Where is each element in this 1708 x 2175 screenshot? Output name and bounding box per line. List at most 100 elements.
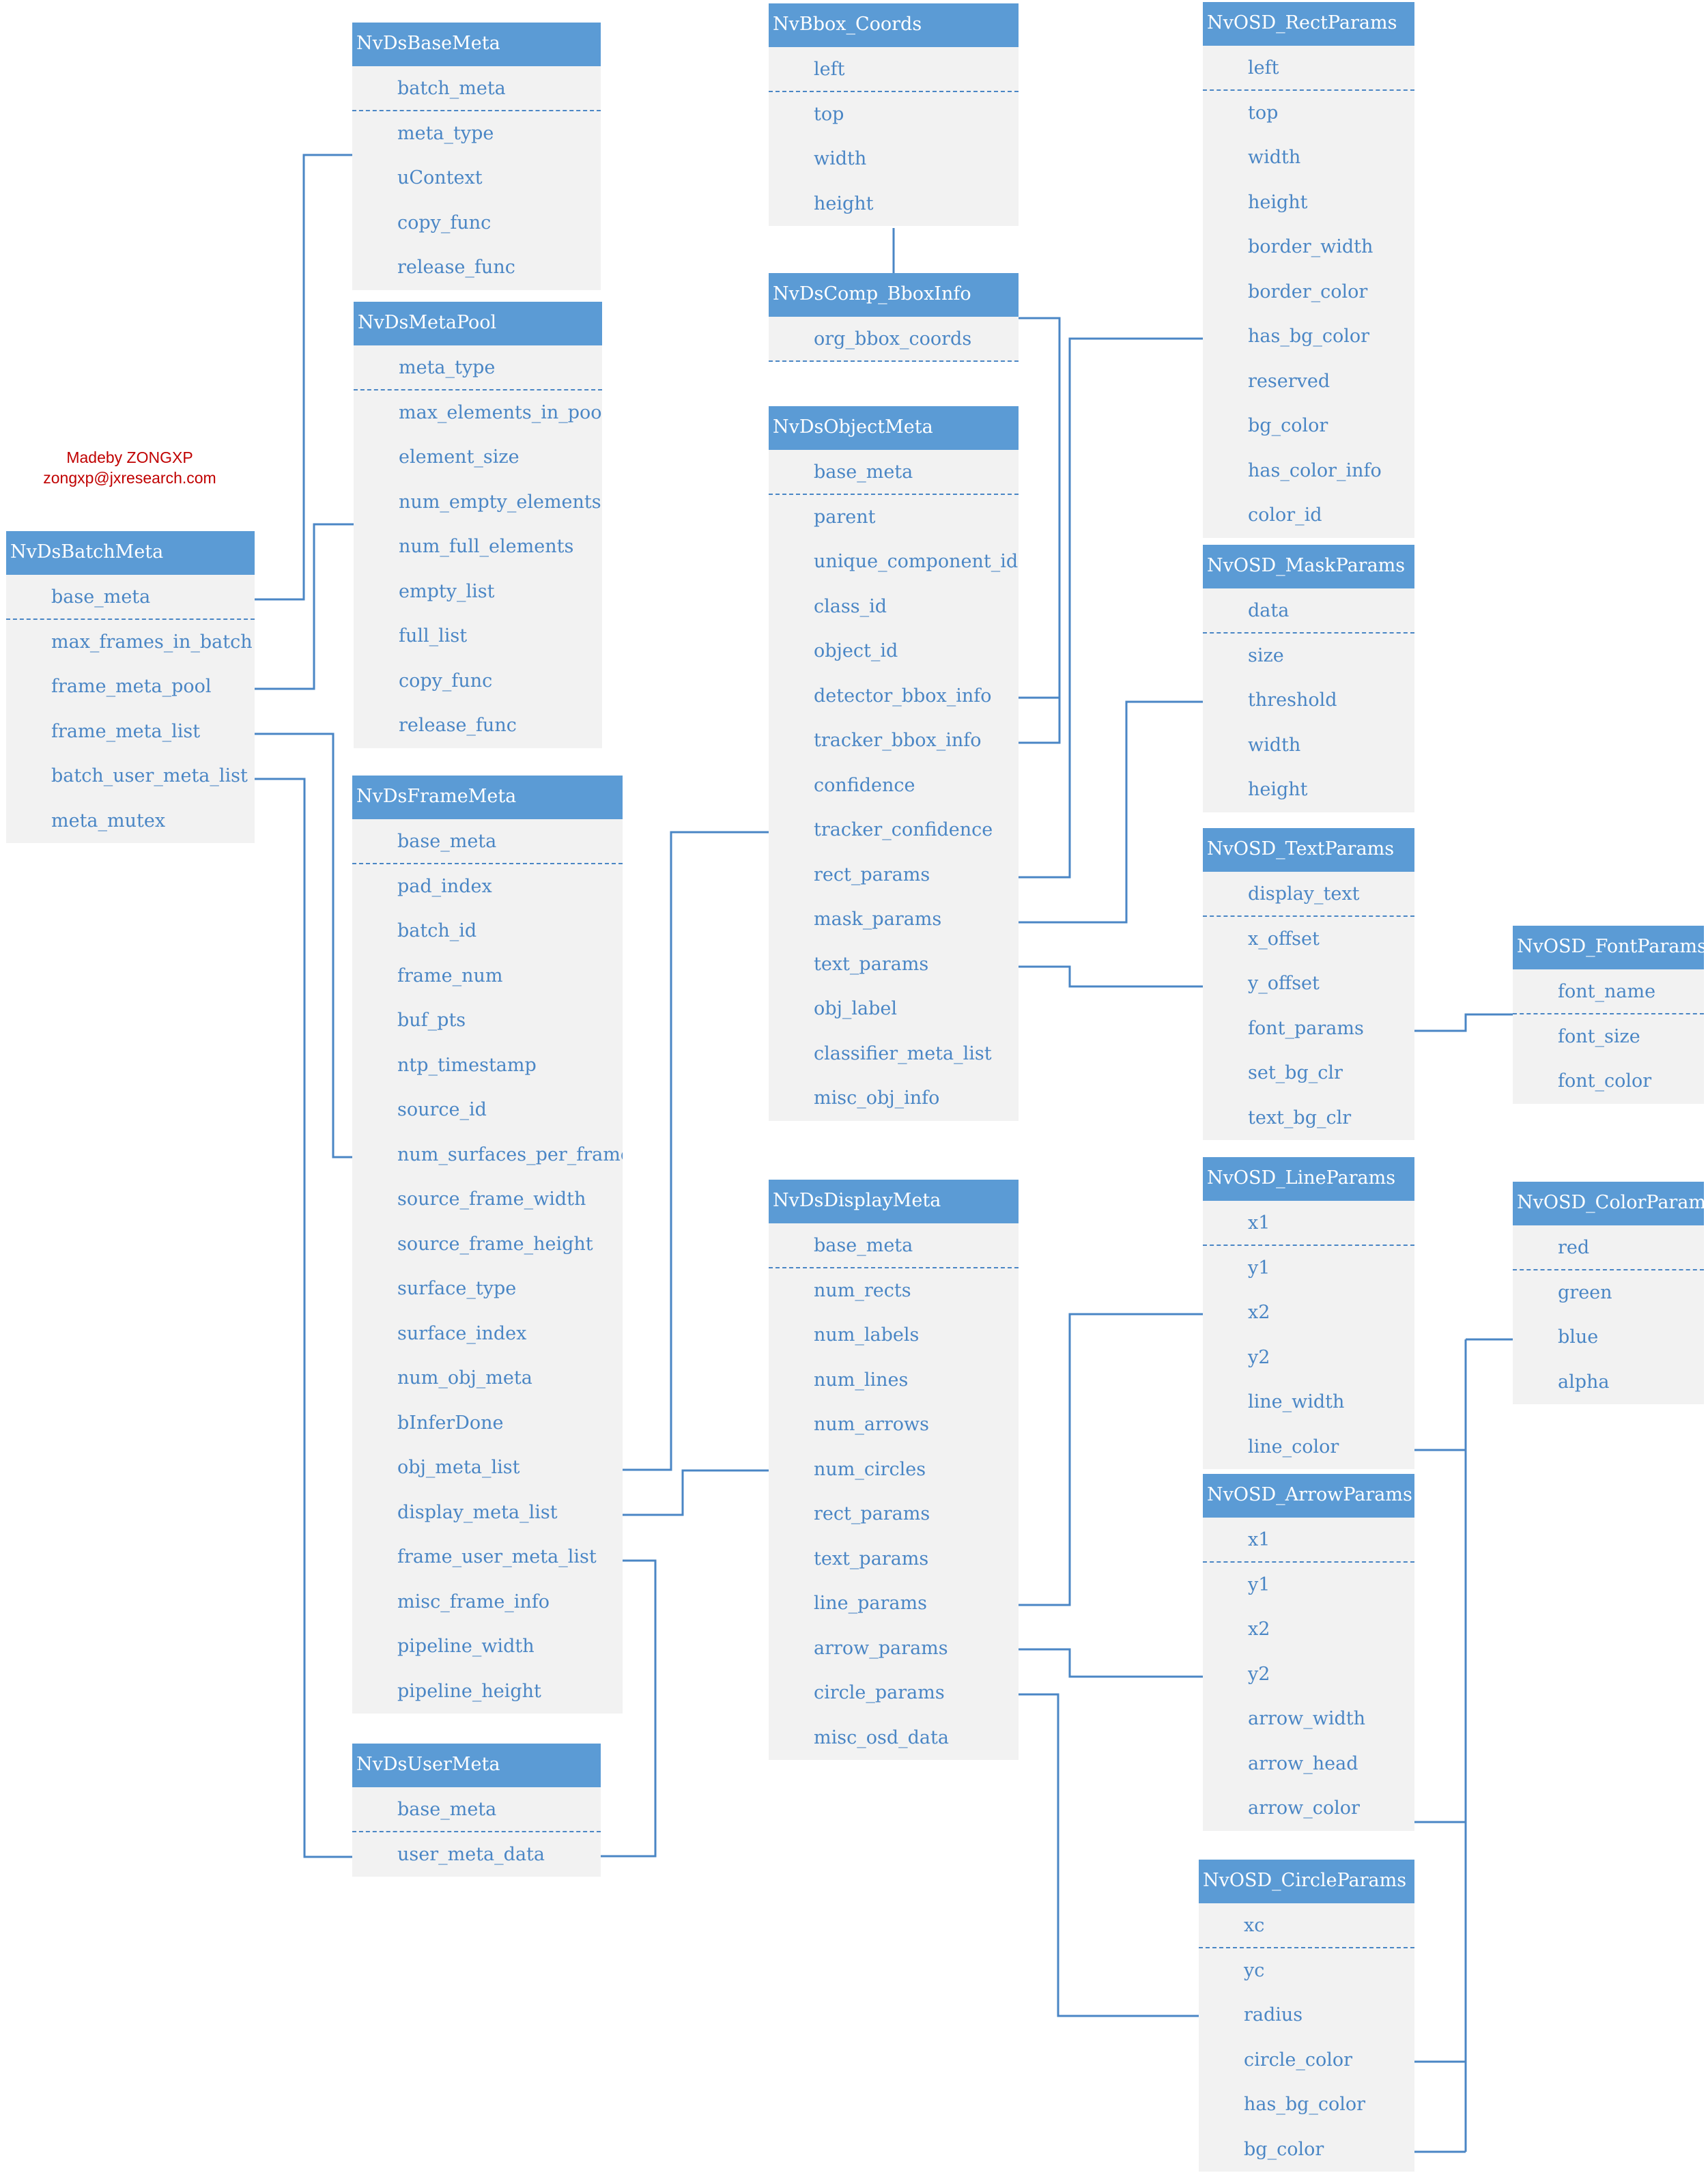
field-has-color-info: has_color_info [1248, 459, 1382, 481]
field-full-list: full_list [399, 625, 468, 646]
field-top: top [814, 103, 844, 125]
field-mask-params: mask_params [814, 909, 942, 930]
field-size: size [1248, 644, 1284, 666]
field-empty-list: empty_list [399, 580, 495, 602]
field-y1: y1 [1248, 1257, 1270, 1279]
field-width: width [1248, 147, 1301, 168]
field-font-params: font_params [1248, 1017, 1364, 1039]
field-color-id: color_id [1248, 504, 1322, 526]
field-class-id: class_id [814, 595, 887, 617]
field-yc: yc [1244, 1959, 1265, 1981]
table-title: NvOSD_ArrowParams [1203, 1474, 1414, 1518]
field-height: height [1248, 779, 1308, 800]
field-num-obj-meta: num_obj_meta [397, 1367, 532, 1389]
field-parent: parent [814, 506, 876, 528]
table-title: NvDsComp_BboxInfo [769, 273, 1019, 317]
field-frame-num: frame_num [397, 965, 503, 986]
field-ucontext: uContext [397, 167, 483, 188]
field-pipeline-width: pipeline_width [397, 1636, 535, 1657]
field-batch-user-meta-list: batch_user_meta_list [51, 765, 248, 786]
field-copy-func: copy_func [397, 212, 492, 233]
field-has-bg-color: has_bg_color [1244, 2094, 1366, 2115]
field-arrow-params: arrow_params [814, 1637, 948, 1659]
link-text-params-to-text-params [1019, 965, 1204, 988]
field-max-elements-in-pool: max_elements_in_pool [399, 401, 602, 423]
field-tracker-confidence: tracker_confidence [814, 819, 993, 840]
field-unique-component-id: unique_component_id [814, 551, 1019, 572]
field-rect-params: rect_params [814, 864, 930, 885]
field-green: green [1558, 1281, 1612, 1303]
watermark-email: zongxp@jxresearch.com [43, 469, 216, 487]
field-alpha: alpha [1558, 1371, 1610, 1393]
field-arrow-head: arrow_head [1248, 1752, 1358, 1774]
field-threshold: threshold [1248, 690, 1337, 711]
field-red: red [1513, 1225, 1704, 1270]
field-num-lines: num_lines [814, 1369, 909, 1391]
field-data: data [1203, 588, 1414, 634]
field-xc: xc [1199, 1903, 1414, 1948]
field-border-color: border_color [1248, 281, 1368, 302]
field-display-text: display_text [1203, 872, 1414, 917]
table-title: NvOSD_FontParams [1513, 926, 1704, 969]
field-pipeline-height: pipeline_height [397, 1680, 541, 1702]
field-meta-mutex: meta_mutex [51, 810, 166, 831]
link-circle-params-to-circle-params [1019, 1693, 1200, 2017]
field-height: height [1248, 191, 1308, 213]
field-tracker-bbox-info: tracker_bbox_info [814, 730, 982, 751]
field-font-name: font_name [1513, 969, 1704, 1014]
field-circle-params: circle_params [814, 1682, 945, 1703]
field-base-meta: base_meta [6, 575, 255, 620]
link-batch-base-meta-to-base-meta [255, 154, 354, 601]
field-num-rects: num_rects [814, 1279, 911, 1301]
field-text-params: text_params [814, 1548, 929, 1569]
field-surface-type: surface_type [397, 1278, 517, 1299]
field-misc-osd-data: misc_osd_data [814, 1726, 949, 1748]
field-element-size: element_size [399, 446, 519, 468]
field-num-full-elements: num_full_elements [399, 536, 574, 557]
field-buf-pts: buf_pts [397, 1010, 466, 1031]
field-height: height [814, 193, 874, 214]
table-title: NvOSD_LineParams [1203, 1157, 1414, 1201]
field-frame-user-meta-list: frame_user_meta_list [397, 1546, 597, 1567]
field-pad-index: pad_index [397, 875, 492, 897]
field-y2: y2 [1248, 1346, 1270, 1368]
field-num-labels: num_labels [814, 1324, 920, 1346]
field-confidence: confidence [814, 774, 915, 796]
field-line-params: line_params [814, 1593, 927, 1614]
field-copy-func: copy_func [399, 670, 493, 692]
field-misc-obj-info: misc_obj_info [814, 1088, 940, 1109]
field-num-arrows: num_arrows [814, 1414, 930, 1435]
link-font-params-to-font-params [1414, 1013, 1514, 1032]
table-title: NvDsMetaPool [354, 302, 602, 345]
field-release-func: release_func [397, 257, 515, 278]
link-display-meta-list-to-display-meta [623, 1469, 770, 1516]
table-title: NvBbox_Coords [769, 3, 1019, 47]
field-x-offset: x_offset [1248, 928, 1320, 950]
table-title: NvDsDisplayMeta [769, 1180, 1019, 1223]
field-radius: radius [1244, 2004, 1303, 2025]
field-arrow-width: arrow_width [1248, 1708, 1366, 1729]
field-y-offset: y_offset [1248, 973, 1320, 994]
field-blue: blue [1558, 1326, 1599, 1348]
watermark-author: Madeby ZONGXP [66, 449, 193, 466]
field-source-id: source_id [397, 1099, 487, 1120]
field-bg-color: bg_color [1248, 415, 1328, 436]
field-source-frame-width: source_frame_width [397, 1189, 586, 1210]
field-left: left [769, 47, 1019, 92]
field-x2: x2 [1248, 1302, 1270, 1323]
link-obj-meta-list-to-object-meta [623, 831, 770, 1471]
field-base-meta: base_meta [352, 1787, 601, 1832]
field-y1: y1 [1248, 1574, 1270, 1595]
table-title: NvOSD_MaskParams [1203, 545, 1414, 588]
